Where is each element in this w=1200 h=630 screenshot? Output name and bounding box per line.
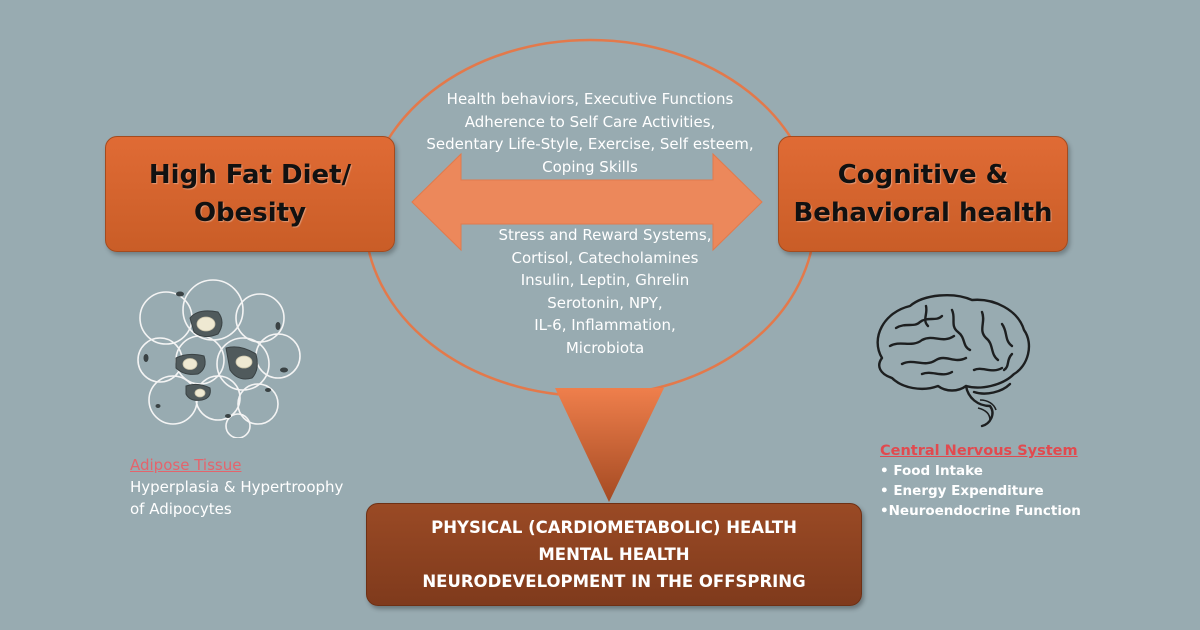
mid-text-line: Stress and Reward Systems,: [498, 226, 712, 244]
stress-systems-text: Stress and Reward Systems, Cortisol, Cat…: [430, 224, 780, 359]
brain-icon: [876, 294, 1031, 428]
high-fat-diet-box: High Fat Diet/ Obesity: [105, 136, 395, 252]
adipose-caption: Adipose Tissue Hyperplasia & Hypertrooph…: [130, 454, 380, 520]
cns-caption: Central Nervous System • Food Intake • E…: [880, 441, 1120, 521]
high-fat-diet-line1: High Fat Diet/: [148, 160, 352, 190]
funnel-triangle: [555, 388, 664, 502]
list-item: •Neuroendocrine Function: [880, 503, 1081, 519]
list-item: • Food Intake: [880, 463, 983, 479]
adipose-desc: Hyperplasia & Hypertroophy: [130, 478, 344, 496]
outcomes-box: PHYSICAL (CARDIOMETABOLIC) HEALTH MENTAL…: [366, 503, 862, 606]
list-item: • Energy Expenditure: [880, 483, 1044, 499]
mid-text-line: IL-6, Inflammation,: [534, 316, 676, 334]
top-text-line: Sedentary Life-Style, Exercise, Self est…: [426, 135, 754, 153]
outcome-line: PHYSICAL (CARDIOMETABOLIC) HEALTH: [431, 518, 797, 537]
adipocyte-cluster-icon: [137, 279, 301, 438]
double-headed-arrow: [411, 152, 763, 252]
mid-text-line: Serotonin, NPY,: [547, 293, 663, 312]
mid-text-line: Insulin, Leptin, Ghrelin: [520, 271, 690, 289]
top-text-line: Coping Skills: [542, 157, 638, 176]
cognitive-line2: Behavioral health: [793, 198, 1053, 228]
high-fat-diet-line2: Obesity: [193, 198, 307, 228]
top-text-line: Adherence to Self Care Activities,: [464, 112, 716, 131]
outcome-line: MENTAL HEALTH: [538, 545, 690, 564]
top-text-line: Health behaviors, Executive Functions: [446, 90, 734, 108]
mid-text-line: Microbiota: [565, 338, 645, 357]
outcome-line: NEURODEVELOPMENT IN THE OFFSPRING: [422, 572, 806, 591]
health-behaviors-text: Health behaviors, Executive Functions Ad…: [400, 88, 780, 178]
adipose-desc: of Adipocytes: [130, 500, 232, 518]
cns-title: Central Nervous System: [880, 443, 1078, 459]
cognitive-line1: Cognitive &: [837, 160, 1009, 190]
cognitive-behavioral-box: Cognitive & Behavioral health: [778, 136, 1068, 252]
adipose-title: Adipose Tissue: [130, 456, 242, 474]
mid-text-line: Cortisol, Catecholamines: [511, 248, 699, 267]
cns-list: • Food Intake • Energy Expenditure •Neur…: [880, 461, 1120, 521]
